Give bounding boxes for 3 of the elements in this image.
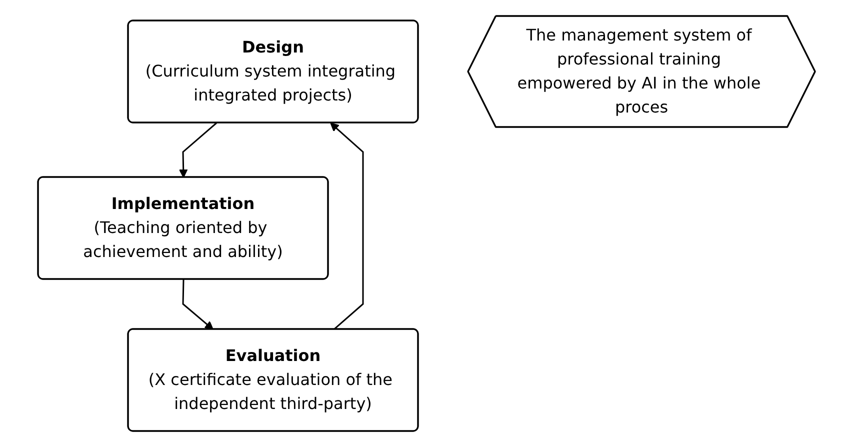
arrow (178, 122, 217, 178)
arrow (182, 278, 214, 330)
arrow (330, 122, 364, 330)
